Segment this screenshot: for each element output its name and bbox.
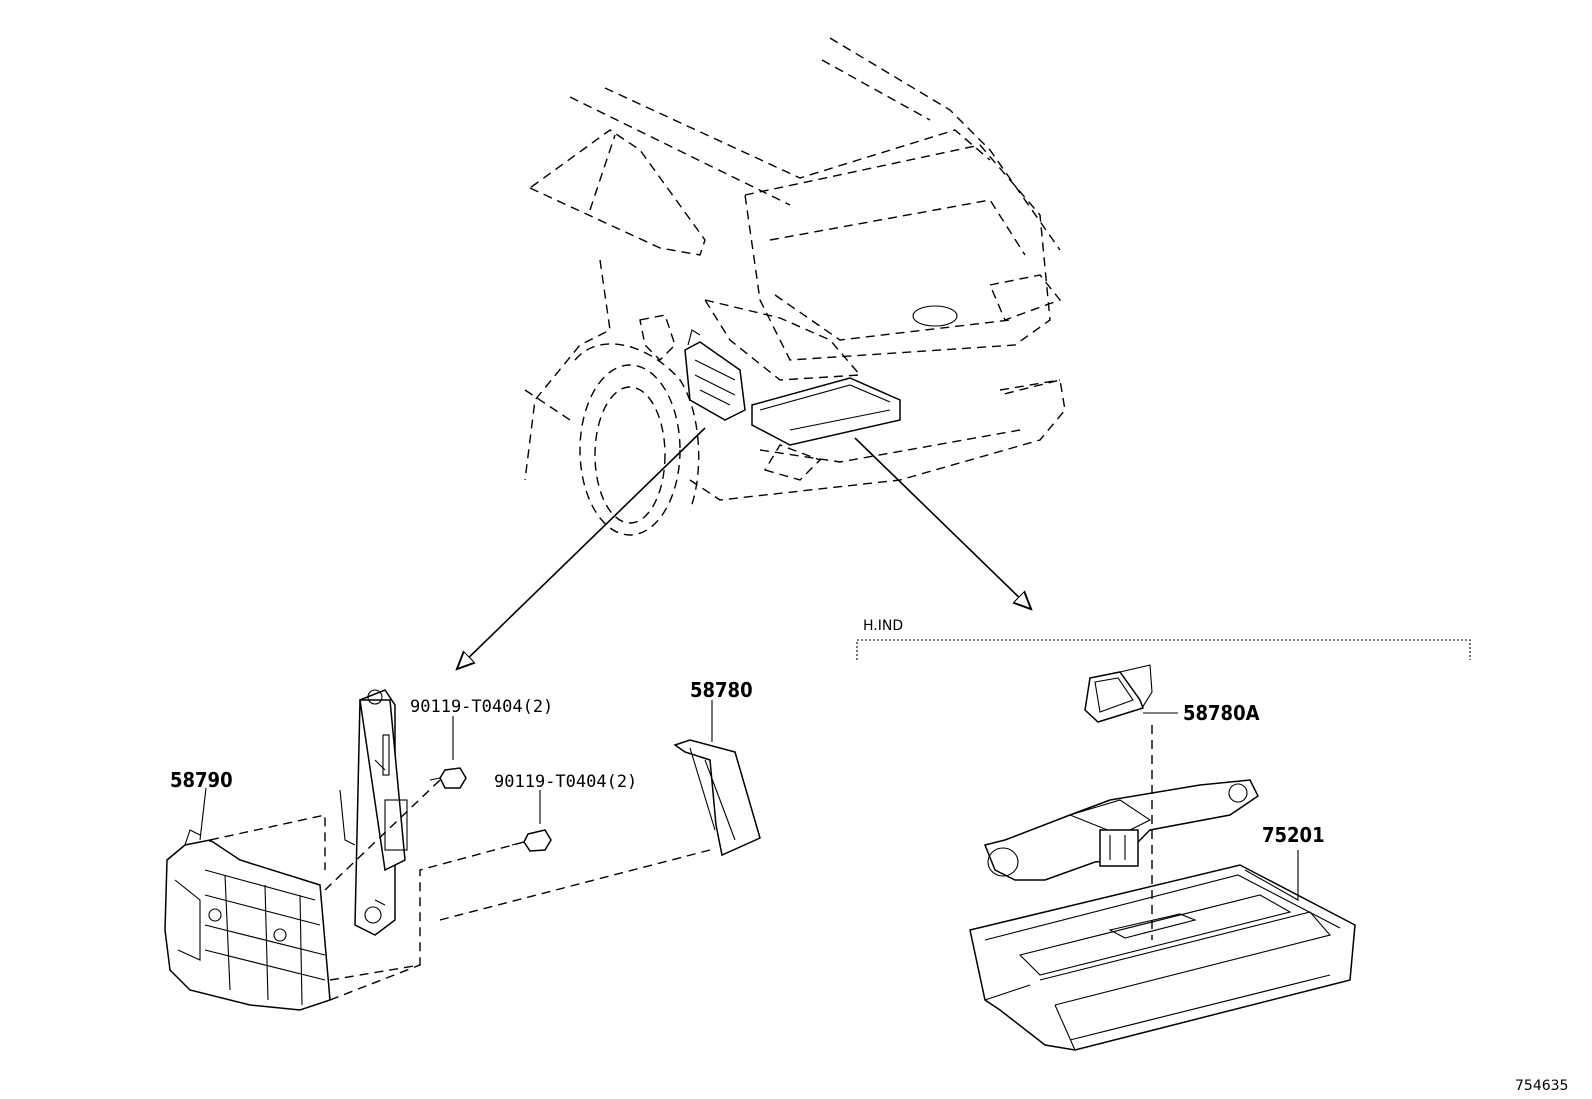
label-bolt-lower: 90119-T0404(2) [494, 772, 637, 792]
label-75201: 75201 [1262, 823, 1325, 847]
storage-tray-75201 [969, 864, 1356, 1051]
jack-handle-58780A [1084, 664, 1178, 723]
jack-right [983, 779, 1259, 881]
emblem-outline [912, 305, 958, 327]
leader-75201 [1244, 850, 1299, 901]
vehicle-outline [524, 37, 1066, 536]
jack-handle-58780 [673, 700, 761, 857]
arrow-to-right-group [854, 437, 1030, 608]
vehicle-tray-detail [751, 377, 901, 446]
arrow-to-left-group [458, 427, 706, 668]
label-58790: 58790 [170, 768, 233, 792]
left-group-leaders [199, 779, 711, 1001]
bolt-lower [511, 790, 552, 852]
label-58780A: 58780A [1183, 701, 1260, 725]
figure-id: 754635 [1515, 1078, 1568, 1094]
label-variant: H.IND [863, 618, 903, 634]
label-bolt-upper: 90119-T0404(2) [410, 697, 553, 717]
label-58780: 58780 [690, 678, 753, 702]
jack-left [339, 689, 408, 936]
bolt-upper [429, 716, 467, 789]
jack-bracket-58790 [164, 829, 331, 1011]
vehicle-jack-bracket-detail [684, 329, 746, 421]
variant-bracket [856, 639, 1471, 660]
